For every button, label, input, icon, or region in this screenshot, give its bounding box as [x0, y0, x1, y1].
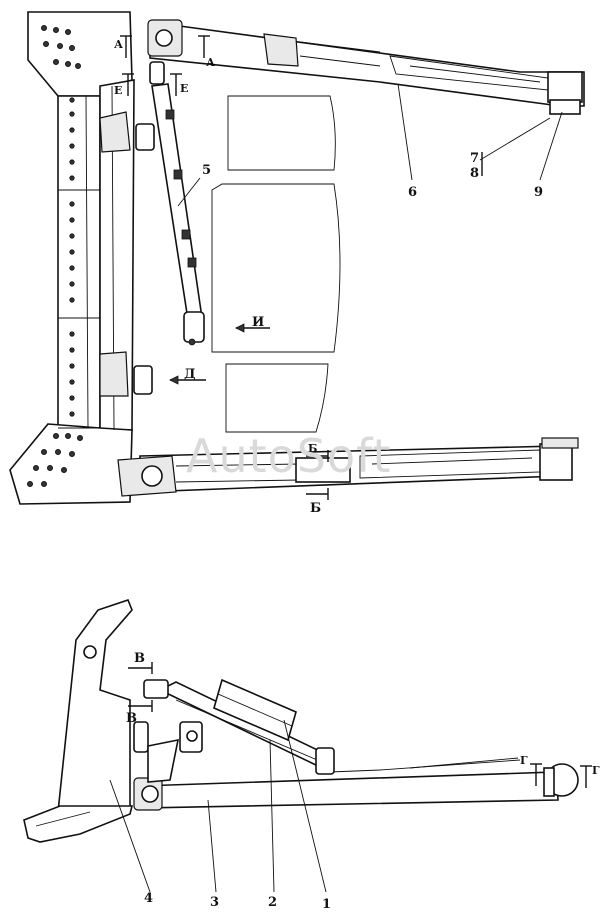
- bolt-holes-column: [69, 97, 75, 417]
- tilt-unit-box: [213, 678, 297, 742]
- callout-1: 1: [322, 897, 331, 912]
- callout-4: 4: [144, 891, 153, 906]
- linkage-side: [133, 721, 203, 783]
- section-e-left: Е: [114, 84, 122, 97]
- section-a-left: А: [114, 38, 123, 51]
- section-d: Д: [184, 367, 196, 382]
- section-e-right: Е: [180, 82, 188, 95]
- top-view: А А Е Е И Д Б Б 5 6 7 8 9: [9, 11, 585, 516]
- section-v-top: В: [134, 651, 145, 666]
- section-markers-top: [120, 35, 483, 500]
- section-v-bottom: В: [126, 711, 137, 726]
- push-frame-side: [133, 757, 579, 811]
- side-view: В В Г Г 1 2 3 4: [23, 599, 600, 912]
- section-markers-side: [128, 662, 592, 788]
- section-b-top: Б: [308, 442, 317, 455]
- section-g-right: Г: [592, 764, 600, 777]
- section-b-bottom: Б: [310, 501, 321, 516]
- blade-side-view: [23, 599, 134, 843]
- callout-9: 9: [534, 185, 543, 200]
- upper-push-arm: [147, 19, 585, 115]
- leader-lines-top: [177, 83, 563, 207]
- cab-outline: [211, 95, 341, 433]
- section-a-right: А: [206, 56, 215, 69]
- bolt-holes-upper: [41, 24, 82, 70]
- callout-6: 6: [408, 185, 417, 200]
- blade-top-view: [9, 11, 155, 505]
- callout-2: 2: [268, 895, 277, 910]
- callout-8: 8: [470, 166, 479, 181]
- leader-lines-side: [109, 719, 327, 893]
- lift-cylinder-top: [149, 61, 205, 346]
- section-i: И: [252, 315, 264, 330]
- callout-5: 5: [202, 163, 211, 178]
- cylinder-side: [143, 679, 335, 775]
- callout-7: 7: [470, 151, 479, 166]
- callout-3: 3: [210, 895, 219, 910]
- lower-push-arm: [117, 437, 579, 497]
- watermark-text: AutoSoft: [186, 429, 392, 483]
- section-g-left: Г: [520, 754, 528, 767]
- bolt-holes-lower: [26, 432, 84, 487]
